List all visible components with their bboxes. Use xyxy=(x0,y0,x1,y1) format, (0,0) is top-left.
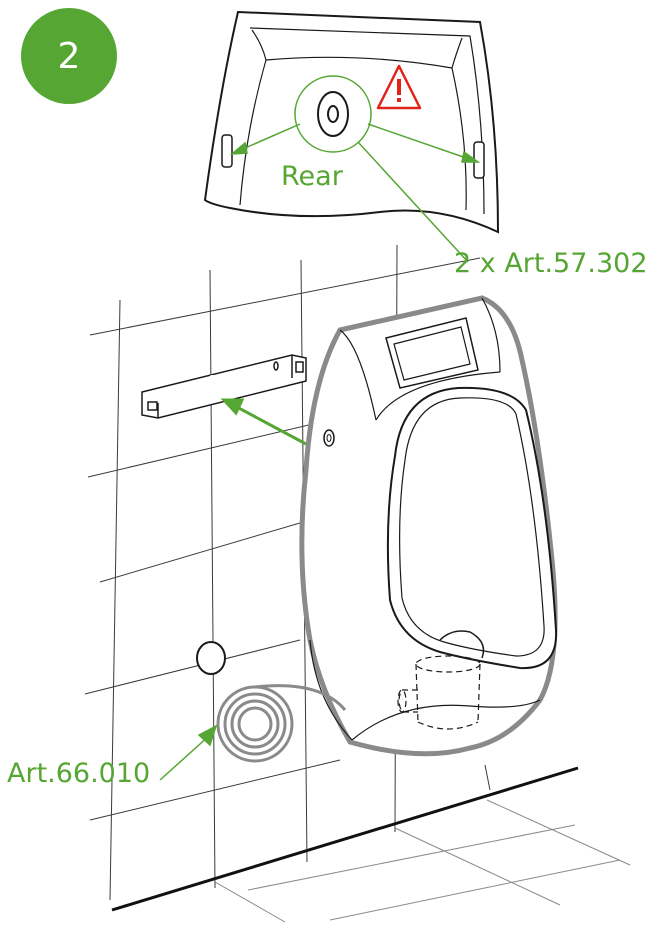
tape-part-label: Art.66.010 xyxy=(7,758,151,789)
floor-tile-grid xyxy=(214,799,631,923)
urinal-body xyxy=(299,295,558,757)
rear-callout xyxy=(229,75,481,263)
sealing-tape-roll xyxy=(216,684,347,763)
outlet-fitting xyxy=(397,655,481,730)
floor-line xyxy=(111,766,579,912)
step-number: 2 xyxy=(57,35,81,77)
urinal-rear-view xyxy=(203,10,500,234)
step-number-badge: 2 xyxy=(21,8,117,104)
warning-icon xyxy=(376,64,422,110)
tape-arrow xyxy=(159,724,218,781)
fastener-part-label: 2 x Art.57.302 xyxy=(454,248,646,279)
rear-view-label: Rear xyxy=(281,161,343,192)
bracket-arrow xyxy=(220,398,307,446)
wall-drain-hole xyxy=(196,641,226,675)
wall-bracket xyxy=(141,354,307,419)
